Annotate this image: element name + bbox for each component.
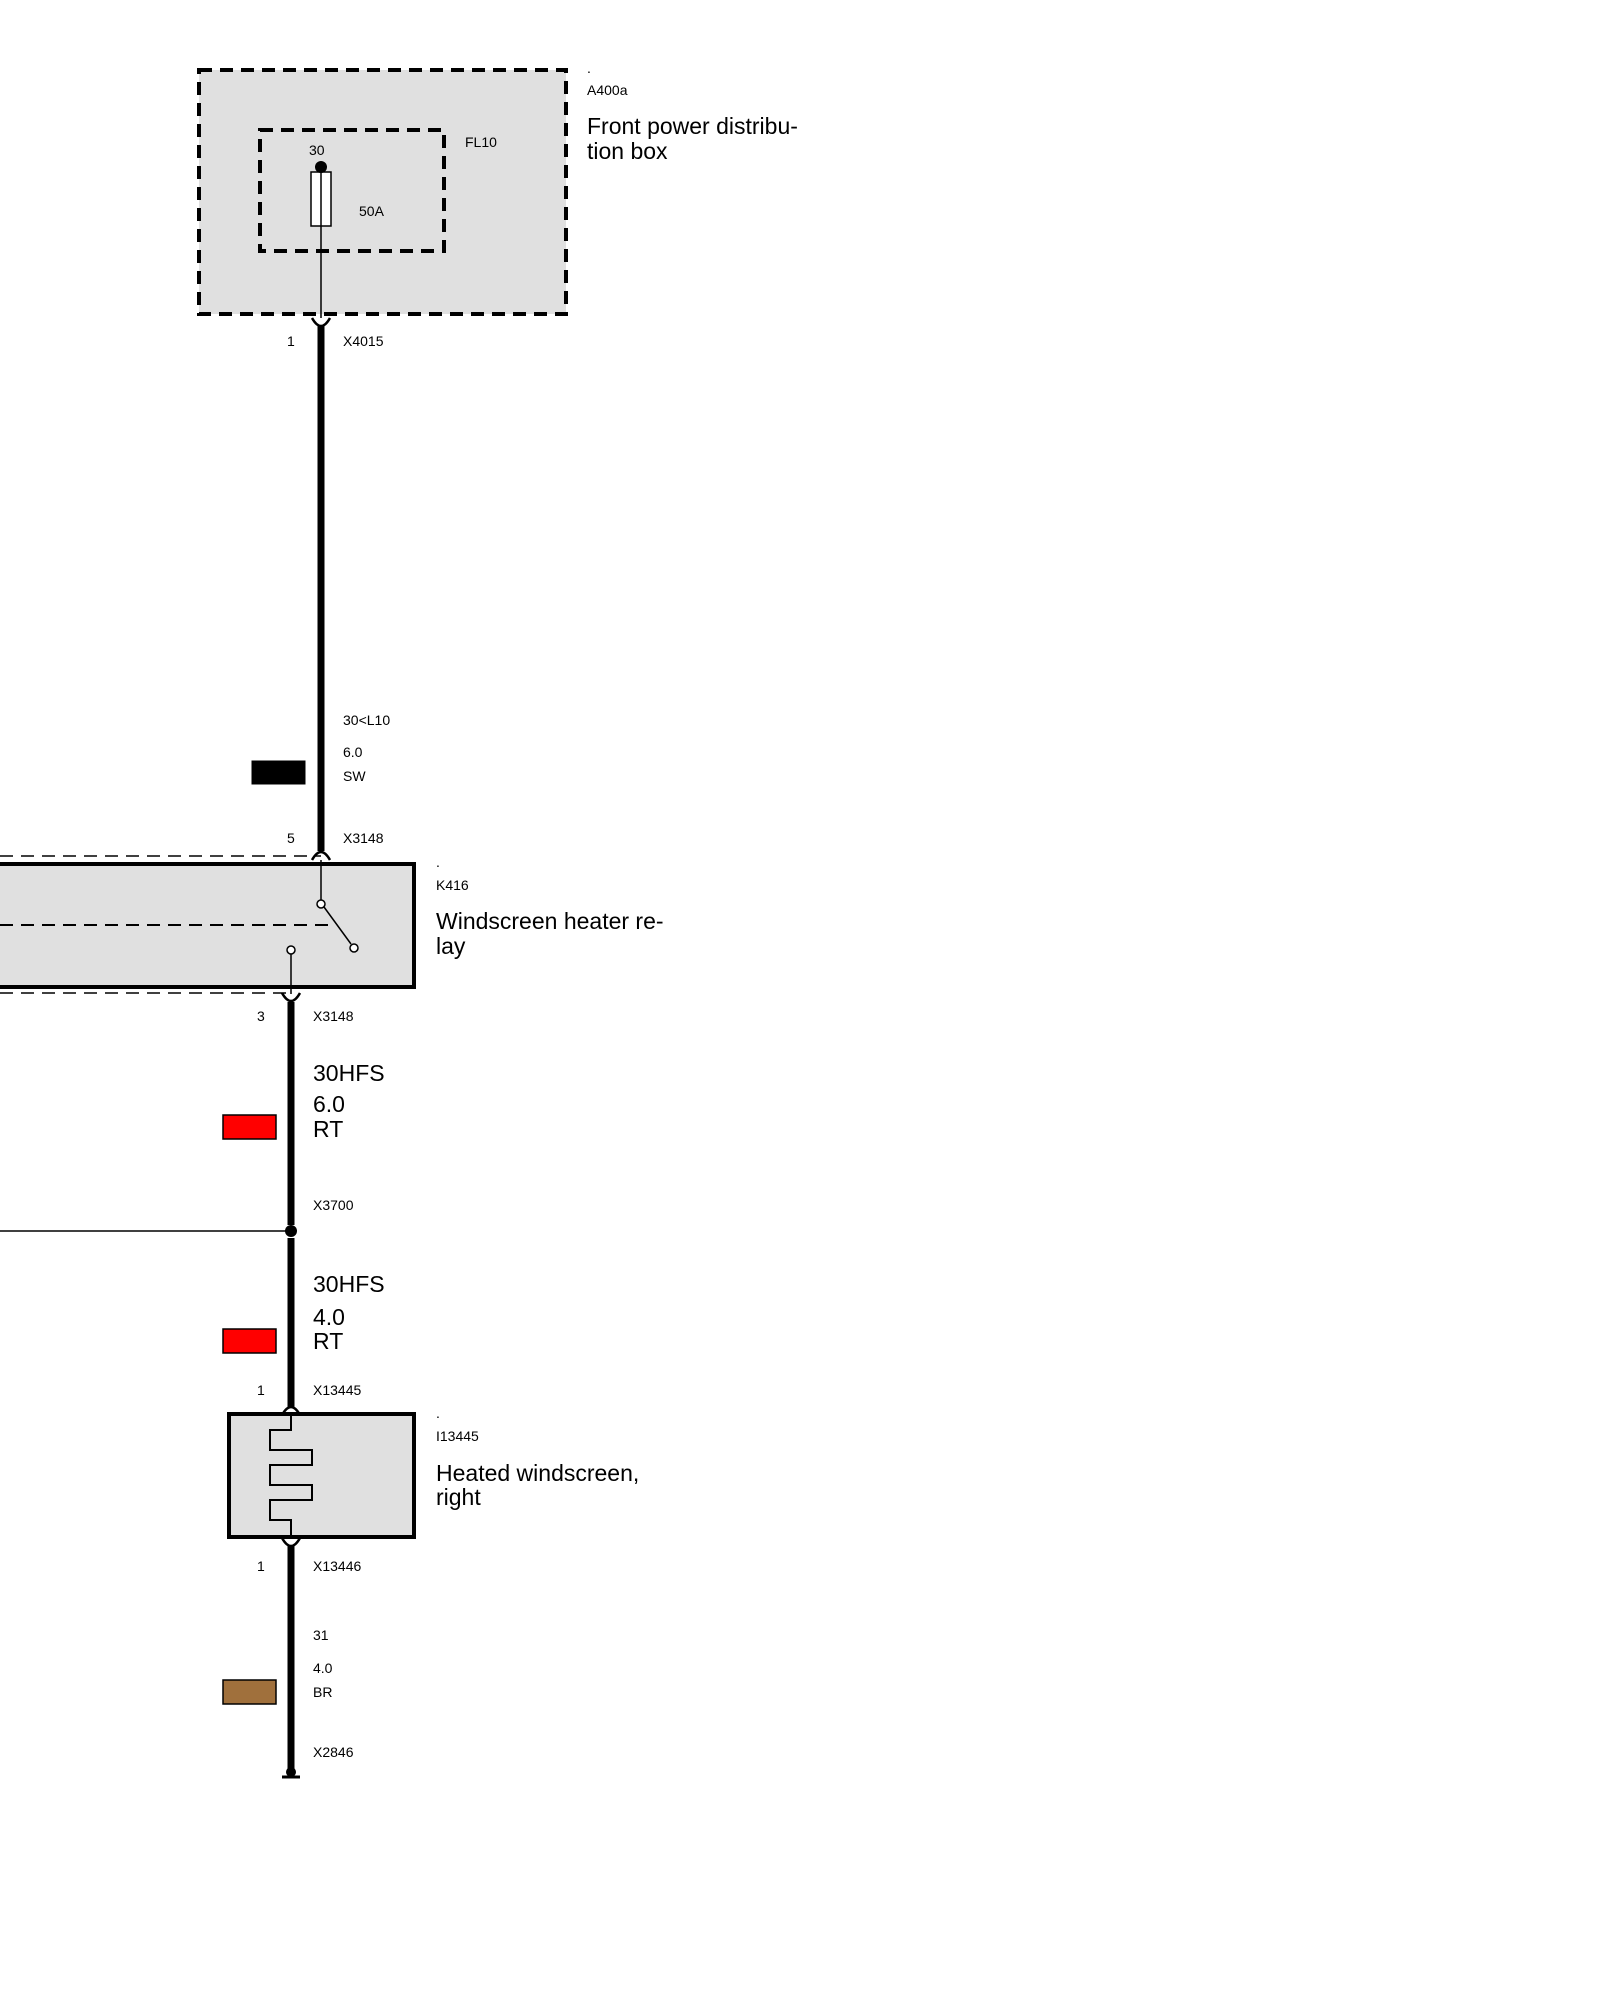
wire-31-gauge: 4.0 xyxy=(313,1660,333,1676)
relay-body xyxy=(0,862,416,989)
heated-windscreen-right[interactable]: . I13445 Heated windscreen, right xyxy=(227,1405,639,1539)
wire-30hfs-4-0-signal: 30HFS xyxy=(313,1271,385,1297)
connector-x3148-in-icon xyxy=(310,850,332,861)
ground-dot-icon xyxy=(286,1767,296,1777)
connector-x4015-id: X4015 xyxy=(343,333,384,349)
wire-30-l10-gauge: 6.0 xyxy=(343,744,363,760)
connector-x13445[interactable]: 1 X13445 xyxy=(257,1382,361,1416)
heater-body xyxy=(227,1412,416,1539)
heater-name-line1: Heated windscreen, xyxy=(436,1460,639,1486)
wire-color-black-icon xyxy=(251,760,306,785)
wire-30hfs-6-0-signal: 30HFS xyxy=(313,1060,385,1086)
wire-30-l10[interactable]: 30<L10 6.0 SW xyxy=(251,326,390,851)
wire-30-l10-signal: 30<L10 xyxy=(343,712,390,728)
connector-x13445-pin: 1 xyxy=(257,1382,265,1398)
fuse-holder-outline xyxy=(258,128,446,253)
distribution-box-dot: . xyxy=(587,60,591,76)
fuse-id-label: FL10 xyxy=(465,134,497,150)
heating-element-icon xyxy=(269,1415,313,1537)
ground-x2846-id: X2846 xyxy=(313,1744,354,1760)
ground-x2846[interactable]: X2846 xyxy=(282,1744,354,1779)
wire-color-brown-icon xyxy=(222,1679,277,1705)
wire-31-signal: 31 xyxy=(313,1627,329,1643)
connector-x3148-in-pin: 5 xyxy=(287,830,295,846)
relay-switch-arm-icon xyxy=(323,906,352,945)
connector-x3148-out-icon xyxy=(280,992,302,1003)
relay-name-line1: Windscreen heater re- xyxy=(436,908,664,934)
connector-x3148-in-id: X3148 xyxy=(343,830,384,846)
connector-x13445-id: X13445 xyxy=(313,1382,361,1398)
connector-x3148-out-pin: 3 xyxy=(257,1008,265,1024)
heater-dot: . xyxy=(436,1405,440,1421)
relay-contact-open-icon xyxy=(349,943,359,953)
distribution-box-outline xyxy=(197,68,568,316)
wire-30hfs-4-0-gauge: 4.0 xyxy=(313,1304,345,1330)
connector-x4015[interactable]: 1 X4015 xyxy=(287,317,384,349)
relay-contact-output-icon xyxy=(286,945,296,955)
distribution-box-name-line1: Front power distribu- xyxy=(587,113,798,139)
wire-color-red-icon xyxy=(222,1114,277,1140)
wire-30hfs-6-0-color: RT xyxy=(313,1116,343,1142)
distribution-box-name-line2: tion box xyxy=(587,138,668,164)
heater-name-line2: right xyxy=(436,1484,481,1510)
connector-x3148-out[interactable]: 3 X3148 xyxy=(257,992,354,1024)
wire-31-color: BR xyxy=(313,1684,332,1700)
connector-x13446[interactable]: 1 X13446 xyxy=(257,1537,361,1574)
connector-x4015-icon xyxy=(310,317,332,328)
distribution-box-id: A400a xyxy=(587,82,628,98)
connector-x13446-pin: 1 xyxy=(257,1558,265,1574)
connector-x13446-id: X13446 xyxy=(313,1558,361,1574)
windscreen-heater-relay[interactable]: . K416 Windscreen heater re- lay xyxy=(0,854,664,994)
relay-id: K416 xyxy=(436,877,469,893)
front-power-distribution-box[interactable]: 30 50A FL10 . A400a Front power distribu… xyxy=(197,60,798,318)
connector-x3148-in[interactable]: 5 X3148 xyxy=(287,830,384,861)
wire-30hfs-4-0[interactable]: 30HFS 4.0 RT xyxy=(222,1238,385,1407)
splice-dot-icon xyxy=(285,1225,297,1237)
relay-name-line2: lay xyxy=(436,933,466,959)
connector-x13446-icon xyxy=(280,1537,302,1548)
relay-contact-input-icon xyxy=(316,899,326,909)
connector-x4015-pin: 1 xyxy=(287,333,295,349)
splice-x3700-id: X3700 xyxy=(313,1197,354,1213)
fuse-pin-label: 30 xyxy=(309,142,325,158)
wire-30hfs-6-0[interactable]: 30HFS 6.0 RT xyxy=(222,1002,385,1225)
wire-31[interactable]: 31 4.0 BR xyxy=(222,1546,333,1773)
connector-x3148-out-id: X3148 xyxy=(313,1008,354,1024)
wire-30-l10-color: SW xyxy=(343,768,366,784)
fuse-rating-label: 50A xyxy=(359,203,385,219)
wire-color-red-icon xyxy=(222,1328,277,1354)
relay-dot: . xyxy=(436,854,440,870)
splice-x3700[interactable]: X3700 xyxy=(0,1197,354,1237)
heater-id: I13445 xyxy=(436,1428,479,1444)
wire-30hfs-4-0-color: RT xyxy=(313,1328,343,1354)
wire-30hfs-6-0-gauge: 6.0 xyxy=(313,1091,345,1117)
